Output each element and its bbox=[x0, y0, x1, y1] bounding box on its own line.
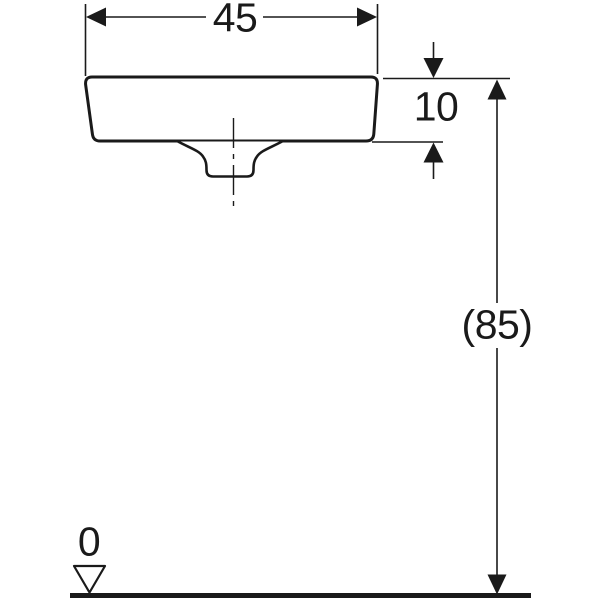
arrowhead-left-icon bbox=[86, 7, 106, 27]
arrowhead-down-icon bbox=[423, 58, 444, 78]
rim-height-dimension-label: 10 bbox=[413, 83, 459, 130]
datum-triangle-icon bbox=[72, 564, 107, 594]
basin-outline bbox=[84, 75, 379, 143]
datum-zero-label: 0 bbox=[77, 518, 101, 565]
arrowhead-down-icon bbox=[487, 574, 507, 595]
width-dimension-label: 45 bbox=[212, 0, 258, 41]
arrowhead-up-icon bbox=[423, 142, 444, 163]
overall-height-dimension bbox=[487, 79, 507, 595]
rim-height-dimension bbox=[372, 42, 510, 179]
overall-height-dimension-label: (85) bbox=[461, 301, 533, 348]
arrowhead-right-icon bbox=[357, 7, 377, 27]
arrowhead-up-icon bbox=[487, 79, 507, 100]
drain-outlet bbox=[176, 140, 284, 178]
width-dimension bbox=[84, 4, 379, 76]
floor-datum bbox=[70, 564, 531, 598]
